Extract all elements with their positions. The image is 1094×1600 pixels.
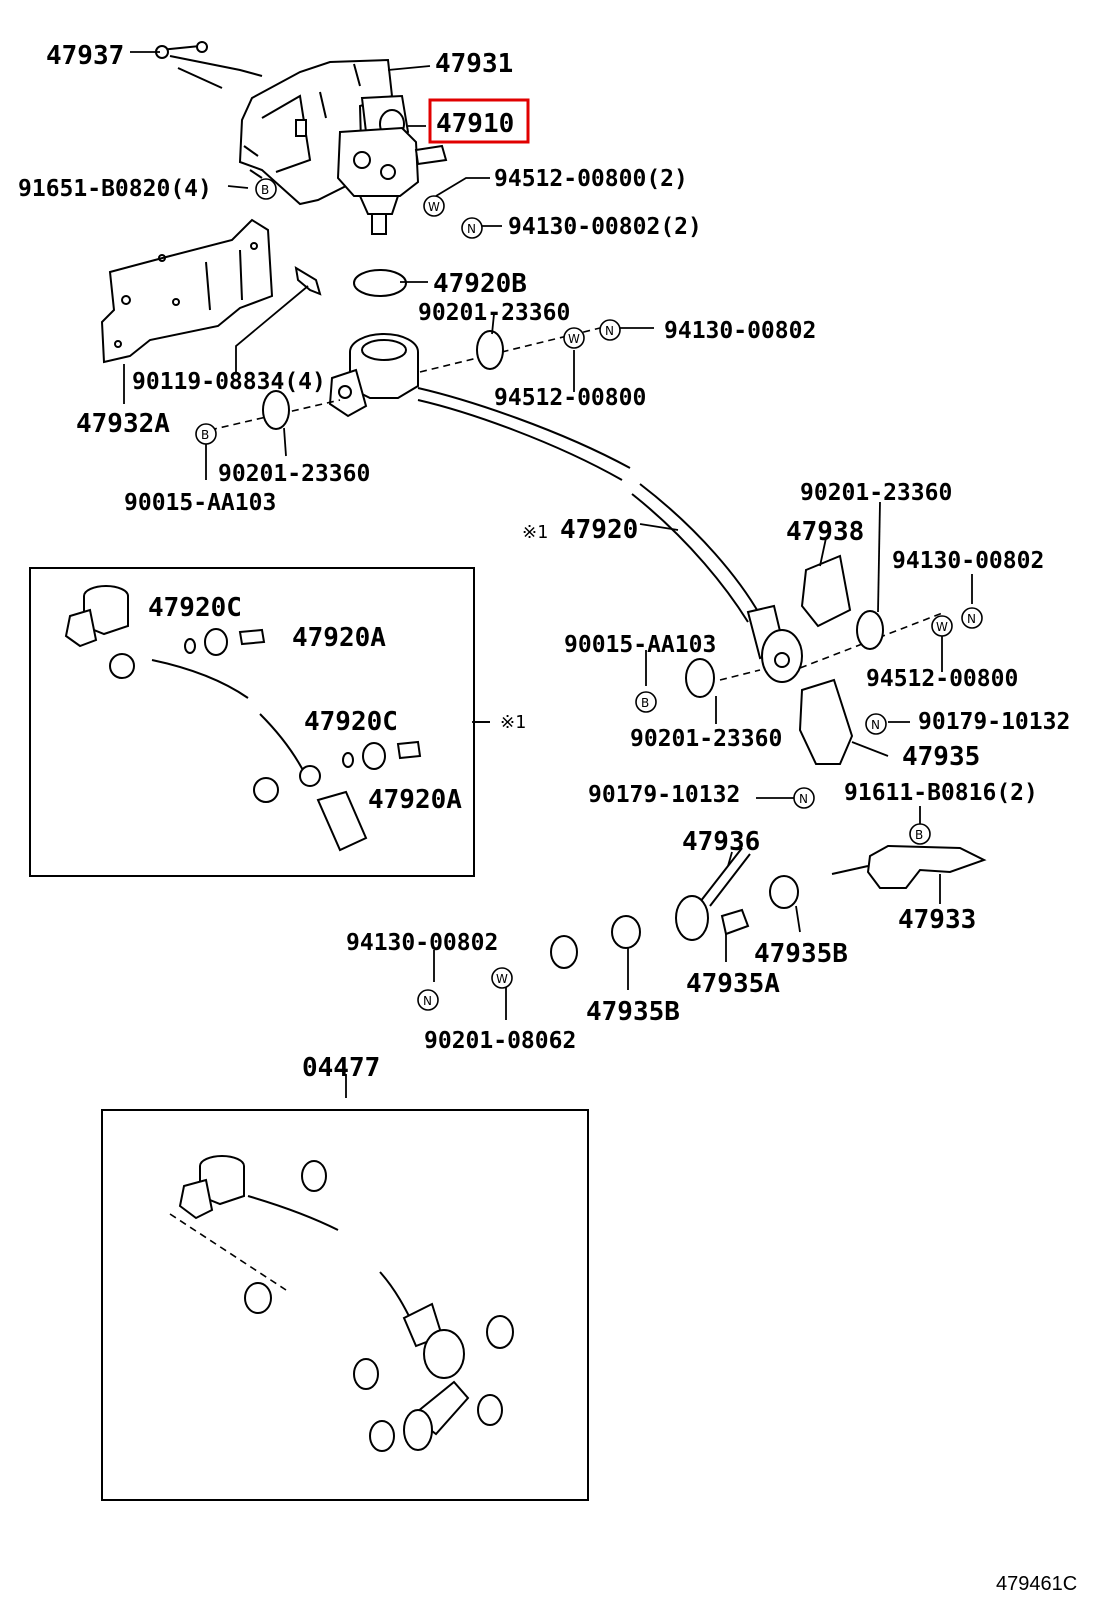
label-inset-mark: ※1 xyxy=(500,712,526,733)
label-91611-B0816: 91611-B0816(2) xyxy=(844,780,1038,806)
label-04477: 04477 xyxy=(302,1053,380,1083)
label-94130-00802: 94130-00802(2) xyxy=(508,214,702,240)
svg-text:N: N xyxy=(467,222,476,236)
bolt-symbol-icon: B xyxy=(909,823,931,845)
svg-text:W: W xyxy=(428,200,440,214)
washer-symbol-icon: W xyxy=(491,967,513,989)
label-94130-00802: 94130-00802 xyxy=(892,548,1044,574)
bracket-47933 xyxy=(831,844,987,889)
label-47920B: 47920B xyxy=(433,269,527,299)
nut-symbol-icon: N xyxy=(599,319,621,341)
label-47920A: 47920A xyxy=(368,785,462,815)
kit-box-04477 xyxy=(101,1109,589,1501)
label-90201-08062: 90201-08062 xyxy=(424,1028,576,1054)
leader-lines xyxy=(123,51,973,1098)
label-47931: 47931 xyxy=(435,49,513,79)
nut-symbol-icon: N xyxy=(961,607,983,629)
label-91651-B0820: 91651-B0820(4) xyxy=(18,176,212,202)
label-94130-00802: 94130-00802 xyxy=(664,318,816,344)
label-47920A: 47920A xyxy=(292,623,386,653)
bracket-47932A xyxy=(100,218,322,364)
label-47920: 47920 xyxy=(560,515,638,545)
svg-text:N: N xyxy=(605,324,614,338)
bushing-47935B xyxy=(611,915,641,949)
label-90201-23360: 90201-23360 xyxy=(418,300,570,326)
label-90179-10132: 90179-10132 xyxy=(588,782,740,808)
label-47938: 47938 xyxy=(786,517,864,547)
washer-symbol-icon: W xyxy=(931,615,953,637)
svg-text:W: W xyxy=(568,332,580,346)
highlighted-part-box xyxy=(428,98,530,144)
bolt-symbol-icon: B xyxy=(195,423,217,445)
label-47910[interactable]: 47910 xyxy=(436,109,514,139)
nut-symbol-icon: N xyxy=(793,787,815,809)
lever-47935 xyxy=(798,678,854,765)
label-90015-AA103: 90015-AA103 xyxy=(124,490,276,516)
diagram-code: 479461C xyxy=(996,1573,1077,1595)
bushing xyxy=(550,935,578,969)
callout-symbols: B W N W N B W N B N N B N W xyxy=(195,178,983,1011)
svg-text:N: N xyxy=(423,994,432,1008)
label-47920-mark: ※1 xyxy=(522,522,548,543)
label-47937: 47937 xyxy=(46,41,124,71)
nut-symbol-icon: N xyxy=(865,713,887,735)
gasket-90201-23360 xyxy=(262,390,290,430)
svg-text:B: B xyxy=(201,428,209,442)
label-94130-00802: 94130-00802 xyxy=(346,930,498,956)
load-sensing-valve-assembly xyxy=(155,41,448,235)
label-47936: 47936 xyxy=(682,827,760,857)
label-47935B: 47935B xyxy=(754,939,848,969)
nut-symbol-icon: N xyxy=(417,989,439,1011)
svg-text:W: W xyxy=(936,620,948,634)
label-47920C: 47920C xyxy=(148,593,242,623)
label-90201-23360: 90201-23360 xyxy=(630,726,782,752)
svg-text:B: B xyxy=(641,696,649,710)
bushing-47935B xyxy=(769,875,799,909)
gasket-90201-23360 xyxy=(856,610,884,650)
label-90201-23360: 90201-23360 xyxy=(800,480,952,506)
sensor-cable-47920 xyxy=(328,333,803,683)
washer-symbol-icon: W xyxy=(423,195,445,217)
inset-1 xyxy=(29,567,490,877)
washer-symbol-icon: W xyxy=(563,327,585,349)
gasket-90201-23360 xyxy=(476,330,504,370)
svg-text:W: W xyxy=(496,972,508,986)
svg-text:B: B xyxy=(915,828,923,842)
bolt-symbol-icon: B xyxy=(255,178,277,200)
label-47935: 47935 xyxy=(902,742,980,772)
label-90201-23360: 90201-23360 xyxy=(218,461,370,487)
label-94512-00800: 94512-00800(2) xyxy=(494,166,688,192)
label-47933: 47933 xyxy=(898,905,976,935)
label-47935A: 47935A xyxy=(686,969,780,999)
label-90015-AA103: 90015-AA103 xyxy=(564,632,716,658)
plate-47938 xyxy=(800,554,852,628)
o-ring-47920B xyxy=(353,269,407,297)
bolt-47936 xyxy=(675,847,751,941)
bolt-symbol-icon: B xyxy=(635,691,657,713)
svg-text:N: N xyxy=(871,718,880,732)
label-47920C: 47920C xyxy=(304,707,398,737)
label-47935B: 47935B xyxy=(586,997,680,1027)
svg-text:B: B xyxy=(261,183,269,197)
label-90119-08834: 90119-08834(4) xyxy=(132,369,326,395)
gasket-90201-23360 xyxy=(685,658,715,698)
label-47932A: 47932A xyxy=(76,409,170,439)
label-94512-00800: 94512-00800 xyxy=(494,385,646,411)
nut-symbol-icon: N xyxy=(461,217,483,239)
svg-text:N: N xyxy=(799,792,808,806)
label-94512-00800: 94512-00800 xyxy=(866,666,1018,692)
label-90179-10132: 90179-10132 xyxy=(918,709,1070,735)
svg-text:N: N xyxy=(967,612,976,626)
